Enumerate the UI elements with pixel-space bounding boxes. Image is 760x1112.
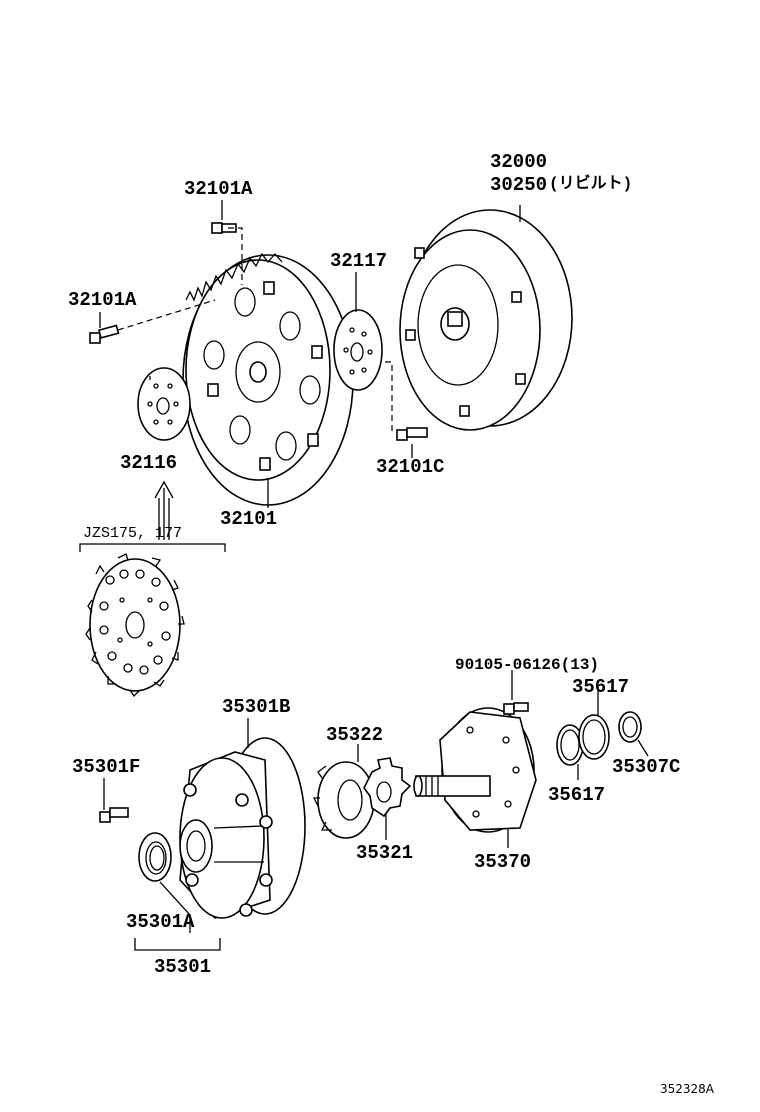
label-35321: 35321: [356, 842, 413, 864]
variant-bracket: [79, 543, 226, 552]
oil-seal-35301A[interactable]: [138, 832, 191, 933]
drive-plate-variant[interactable]: [85, 553, 185, 698]
spacer-32116[interactable]: [137, 367, 191, 441]
snap-ring-35307C[interactable]: [618, 711, 649, 757]
label-32117: 32117: [330, 250, 387, 272]
seal-ring-35617-a[interactable]: [556, 724, 584, 780]
spacer-32117[interactable]: [333, 272, 383, 391]
variant-arrow: [154, 480, 174, 540]
label-35307C: 35307C: [612, 756, 680, 778]
label-32101A-top: 32101A: [184, 178, 253, 200]
label-30250-note: (リビルト): [549, 174, 632, 193]
label-35301F: 35301F: [72, 756, 140, 778]
label-32000: 32000: [490, 151, 547, 173]
label-35301A: 35301A: [126, 911, 195, 933]
label-32101A-left: 32101A: [68, 289, 137, 311]
drive-plate-32101[interactable]: [182, 252, 354, 508]
stator-shaft-35370[interactable]: [413, 707, 537, 848]
diagram-id: 352328A: [660, 1082, 715, 1096]
label-35301B: 35301B: [222, 696, 290, 718]
label-90105-06126: 90105-06126(13): [455, 656, 599, 674]
bolt-35301F[interactable]: [99, 778, 129, 823]
label-30250: 30250: [490, 174, 547, 196]
driven-gear-35322[interactable]: [312, 744, 375, 839]
bracket-35301: [134, 938, 221, 951]
oil-pump-body-35301[interactable]: [179, 718, 306, 919]
bolt-90105-06126[interactable]: [503, 670, 529, 715]
label-32101C: 32101C: [376, 456, 444, 478]
label-32116: 32116: [120, 452, 177, 474]
label-35617-top: 35617: [572, 676, 629, 698]
bolt-32101A-left[interactable]: [89, 312, 120, 344]
alignment-line-left: [117, 299, 216, 331]
label-35301: 35301: [154, 956, 211, 978]
label-32101: 32101: [220, 508, 277, 530]
label-35617-bottom: 35617: [548, 784, 605, 806]
label-35370: 35370: [474, 851, 531, 873]
alignment-line-top: [228, 227, 243, 285]
seal-ring-35617-b[interactable]: [578, 690, 610, 760]
torque-converter-32000[interactable]: [399, 205, 573, 431]
bolt-32101C[interactable]: [396, 427, 428, 458]
label-variant: JZS175, 177: [83, 525, 182, 542]
drive-gear-35321[interactable]: [363, 757, 412, 840]
alignment-line-right: [385, 361, 393, 432]
label-35322: 35322: [326, 724, 383, 746]
